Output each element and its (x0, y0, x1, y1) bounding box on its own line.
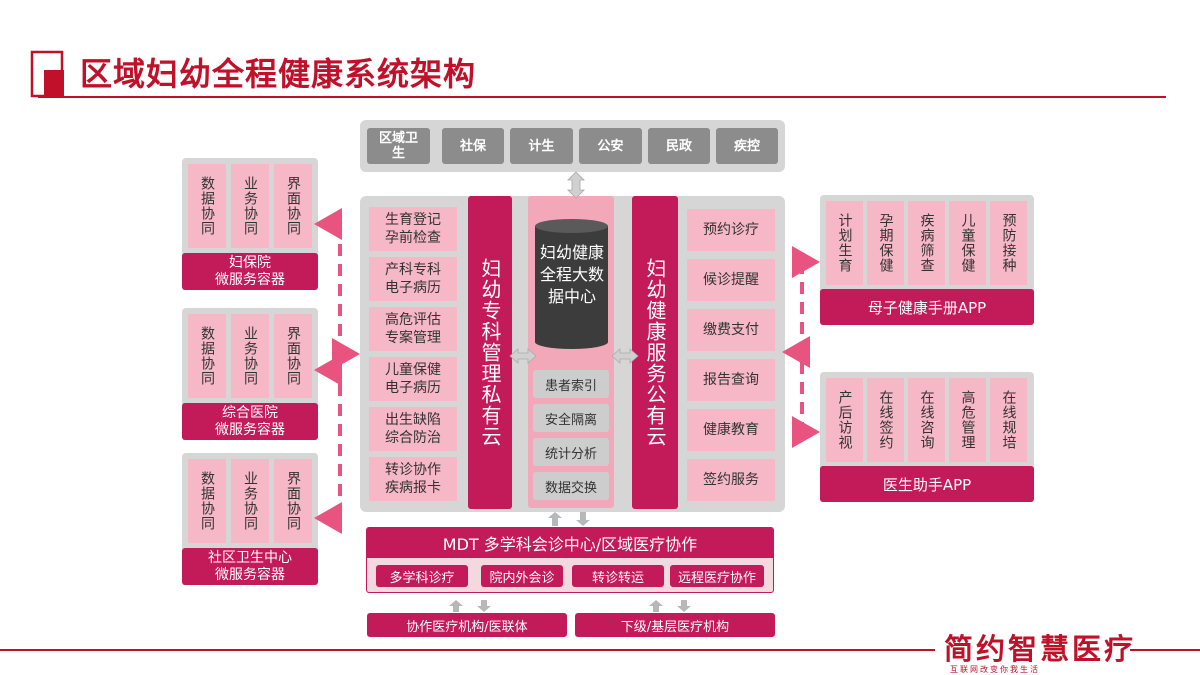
public-cloud-service-6: 签约服务 (687, 459, 775, 501)
footer-rule-right (1130, 649, 1200, 651)
private-cloud-label: 妇幼专科管理私有云 (468, 196, 512, 509)
right-panel-2-cell-5: 在线规培 (990, 378, 1027, 462)
mdt-title: MDT 多学科会诊中心/区域医疗协作 (367, 528, 773, 558)
page-title: 区域妇幼全程健康系统架构 (80, 55, 477, 93)
mdt-service-3: 转诊转运 (572, 565, 664, 587)
left-panel-3-cell-3: 界面协同 (274, 459, 312, 543)
left-panel-1-cell-1: 数据协同 (188, 164, 226, 248)
database-icon (535, 219, 608, 349)
public-cloud-service-4: 报告查询 (687, 359, 775, 401)
left-panel-2-cell-2: 业务协同 (231, 314, 269, 398)
right-panel-1-cell-4: 儿童保健 (949, 201, 986, 285)
mdt-service-1: 多学科诊疗 (376, 565, 468, 587)
brand-slogan: 互联网改变你我生活 (950, 665, 1040, 674)
right-panel-2-cell-3: 在线咨询 (908, 378, 945, 462)
right-panel-2-cell-2: 在线签约 (867, 378, 904, 462)
right-panel-2-label: 医生助手APP (820, 466, 1034, 502)
private-cloud-module-3: 高危评估 专案管理 (369, 307, 457, 351)
footer-rule (0, 649, 935, 651)
data-service-2: 安全隔离 (533, 404, 609, 432)
right-panel-2-cell-1: 产后访视 (826, 378, 863, 462)
private-cloud-module-1: 生育登记 孕前检查 (369, 207, 457, 251)
department-3: 计生 (510, 128, 573, 164)
left-panel-3-cell-1: 数据协同 (188, 459, 226, 543)
public-cloud-service-3: 缴费支付 (687, 309, 775, 351)
department-4: 公安 (579, 128, 642, 164)
right-panel-1-cell-1: 计划生育 (826, 201, 863, 285)
public-cloud-service-2: 候诊提醒 (687, 259, 775, 301)
private-cloud-module-5: 出生缺陷 综合防治 (369, 407, 457, 451)
public-cloud-service-1: 预约诊疗 (687, 209, 775, 251)
bottom-primary-institutions: 下级/基层医疗机构 (575, 613, 775, 637)
left-panel-3-cell-2: 业务协同 (231, 459, 269, 543)
left-panel-1-cell-3: 界面协同 (274, 164, 312, 248)
left-panel-1-cell-2: 业务协同 (231, 164, 269, 248)
private-cloud-module-2: 产科专科 电子病历 (369, 257, 457, 301)
right-panel-1-cell-2: 孕期保健 (867, 201, 904, 285)
left-panel-3-label: 社区卫生中心 微服务容器 (182, 548, 318, 585)
left-panel-1-label: 妇保院 微服务容器 (182, 253, 318, 290)
public-cloud-service-5: 健康教育 (687, 409, 775, 451)
right-panel-2-cell-4: 高危管理 (949, 378, 986, 462)
right-panel-1-cell-5: 预防接种 (990, 201, 1027, 285)
department-6: 疾控 (716, 128, 778, 164)
department-1: 区域卫生 (367, 128, 430, 164)
data-center-label: 妇幼健康全程大数据中心 (540, 243, 605, 306)
right-panel-1-label: 母子健康手册APP (820, 289, 1034, 325)
left-panel-2-label: 综合医院 微服务容器 (182, 403, 318, 440)
left-panel-2-cell-3: 界面协同 (274, 314, 312, 398)
data-service-4: 数据交换 (533, 472, 609, 500)
bottom-cooperation-institutions: 协作医疗机构/医联体 (367, 613, 567, 637)
title-divider (38, 96, 1166, 98)
mdt-service-2: 院内外会诊 (481, 565, 563, 587)
mdt-service-4: 远程医疗协作 (670, 565, 764, 587)
department-5: 民政 (648, 128, 710, 164)
public-cloud-label: 妇幼健康服务公有云 (632, 196, 678, 509)
private-cloud-module-4: 儿童保健 电子病历 (369, 357, 457, 401)
data-service-1: 患者索引 (533, 370, 609, 398)
right-panel-1-cell-3: 疾病筛查 (908, 201, 945, 285)
brand-logo: 简约智慧医疗 (944, 632, 1137, 666)
left-panel-2-cell-1: 数据协同 (188, 314, 226, 398)
data-service-3: 统计分析 (533, 438, 609, 466)
private-cloud-module-6: 转诊协作 疾病报卡 (369, 457, 457, 501)
department-2: 社保 (442, 128, 504, 164)
